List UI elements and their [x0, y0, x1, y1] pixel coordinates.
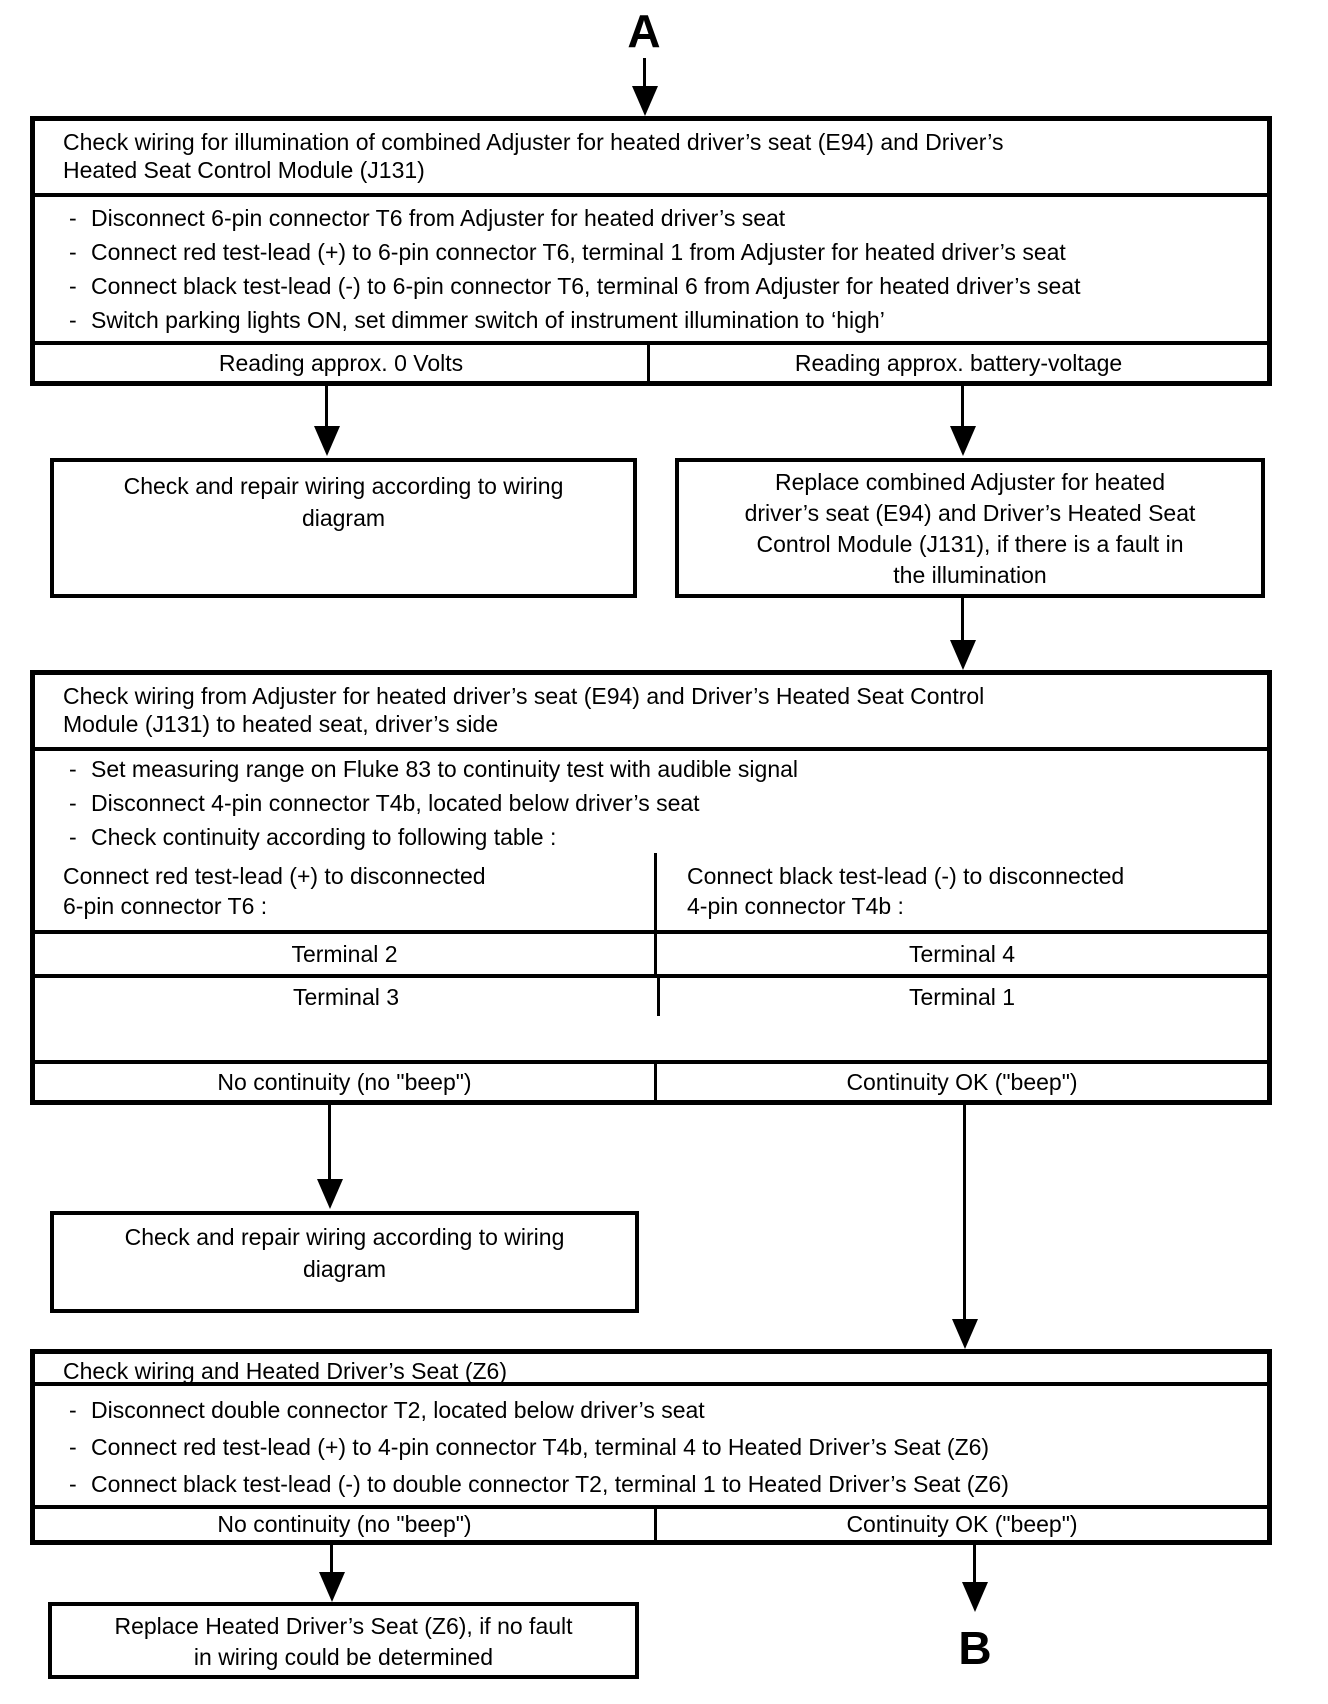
- column-divider: [657, 978, 660, 1016]
- flow-arrow-left: [325, 386, 328, 426]
- continuity-check-outcomes: No continuity (no "beep") Continuity OK …: [35, 1060, 1267, 1100]
- box-wiring-continuity-check: Check wiring from Adjuster for heated dr…: [30, 670, 1272, 1105]
- step-item: Disconnect 4-pin connector T4b, located …: [69, 786, 1237, 820]
- terminal-cell: Terminal 2: [35, 934, 657, 974]
- outcome-cell-right: Continuity OK ("beep"): [846, 1511, 1078, 1537]
- flow-arrow-right: [963, 1105, 966, 1319]
- column-header-red-lead: Connect red test-lead (+) to disconnecte…: [35, 853, 657, 930]
- flow-arrow-left: [330, 1545, 333, 1572]
- terminal-cell: Terminal 3: [292, 984, 400, 1010]
- connector-label-a: A: [627, 5, 661, 57]
- step-item: Switch parking lights ON, set dimmer swi…: [69, 303, 1237, 337]
- box-repair-wiring-1: Check and repair wiring according to wir…: [50, 458, 637, 598]
- heated-seat-check-outcomes: No continuity (no "beep") Continuity OK …: [35, 1509, 1267, 1540]
- heated-seat-check-steps: Disconnect double connector T2, located …: [35, 1386, 1267, 1509]
- flow-arrow-right: [961, 386, 964, 426]
- terminal-row-2: Terminal 3 Terminal 1: [35, 974, 1267, 1060]
- step-item: Disconnect 6-pin connector T6 from Adjus…: [69, 201, 1237, 235]
- step-item: Disconnect double connector T2, located …: [69, 1392, 1237, 1429]
- step-item: Check continuity according to following …: [69, 820, 1237, 854]
- outcome-cell-left: Reading approx. 0 Volts: [35, 345, 650, 381]
- continuity-check-title: Check wiring from Adjuster for heated dr…: [35, 675, 1267, 751]
- outcome-cell-left: No continuity (no "beep"): [35, 1064, 657, 1100]
- outcome-cell-left: No continuity (no "beep"): [35, 1509, 657, 1540]
- outcome-cell-right: Reading approx. battery-voltage: [794, 349, 1123, 376]
- terminal-row-1: Terminal 2 Terminal 4: [35, 930, 1267, 974]
- box-heated-seat-check: Check wiring and Heated Driver’s Seat (Z…: [30, 1349, 1272, 1545]
- step-item: Connect red test-lead (+) to 4-pin conne…: [69, 1429, 1237, 1466]
- terminal-cell: Terminal 1: [908, 984, 1016, 1010]
- flow-arrow-to-continuity-check: [961, 598, 964, 640]
- box-repair-wiring-2: Check and repair wiring according to wir…: [50, 1211, 639, 1313]
- flow-arrow-entry: [643, 58, 646, 86]
- step-item: Set measuring range on Fluke 83 to conti…: [69, 752, 1237, 786]
- test-lead-column-headers: Connect red test-lead (+) to disconnecte…: [35, 853, 1267, 930]
- step-item: Connect black test-lead (-) to 6-pin con…: [69, 269, 1237, 303]
- continuity-check-steps: Set measuring range on Fluke 83 to conti…: [35, 751, 1267, 854]
- box-illumination-check: Check wiring for illumination of combine…: [30, 116, 1272, 386]
- flow-arrow-left: [328, 1105, 331, 1179]
- step-item: Connect red test-lead (+) to 6-pin conne…: [69, 235, 1237, 269]
- connector-label-b: B: [958, 1622, 992, 1674]
- column-header-black-lead: Connect black test-lead (-) to disconnec…: [687, 863, 1125, 919]
- illumination-check-outcomes: Reading approx. 0 Volts Reading approx. …: [35, 345, 1267, 381]
- flow-arrow-to-b: [973, 1545, 976, 1582]
- terminal-cell: Terminal 4: [908, 941, 1016, 967]
- illumination-check-title: Check wiring for illumination of combine…: [35, 121, 1267, 197]
- step-item: Connect black test-lead (-) to double co…: [69, 1466, 1237, 1503]
- box-replace-heated-seat: Replace Heated Driver’s Seat (Z6), if no…: [48, 1602, 639, 1679]
- outcome-cell-right: Continuity OK ("beep"): [846, 1068, 1078, 1095]
- box-replace-adjuster: Replace combined Adjuster for heated dri…: [675, 458, 1265, 598]
- illumination-check-steps: Disconnect 6-pin connector T6 from Adjus…: [35, 197, 1267, 345]
- heated-seat-check-title: Check wiring and Heated Driver’s Seat (Z…: [35, 1354, 1267, 1386]
